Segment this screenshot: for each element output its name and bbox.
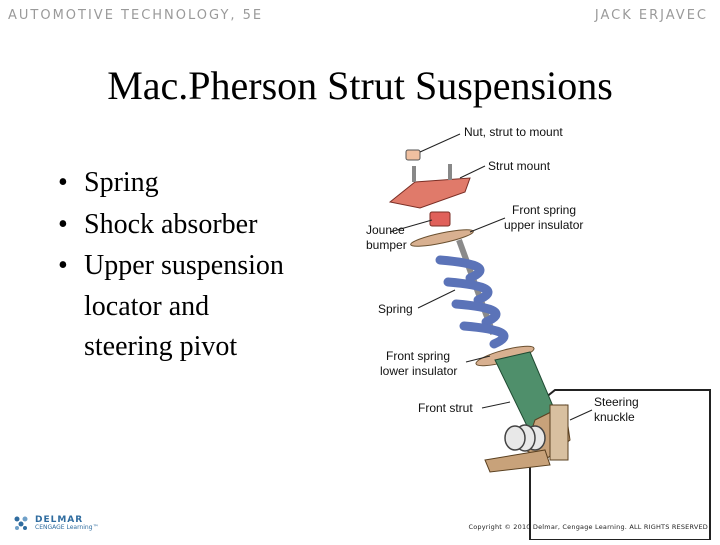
bullet-item: • Shock absorber bbox=[58, 204, 348, 246]
lower-arm-part bbox=[484, 449, 551, 473]
label-upper-insulator: upper insulator bbox=[504, 218, 583, 232]
spring-part bbox=[435, 255, 509, 349]
bullet-marker: • bbox=[58, 167, 68, 198]
label-spring: Spring bbox=[378, 302, 413, 316]
wheel-outline bbox=[529, 389, 711, 541]
strut-diagram-svg: Nut, strut to mount Strut mount Front sp… bbox=[366, 125, 711, 541]
leader-line bbox=[469, 217, 506, 233]
nut-part bbox=[405, 149, 421, 161]
label-lower-insulator: Front spring bbox=[386, 349, 450, 363]
publisher-logo: DELMAR CENGAGE Learning™ bbox=[12, 514, 99, 532]
label-jounce-bumper: Jounce bbox=[366, 223, 405, 237]
bullet-marker: • bbox=[58, 250, 68, 281]
bullet-item: • Upper suspension locator and steering … bbox=[58, 246, 348, 368]
publisher-logo-icon bbox=[14, 516, 28, 530]
jounce-bumper-part bbox=[429, 211, 451, 227]
logo-main-text: DELMAR bbox=[35, 514, 84, 525]
leader-line bbox=[569, 409, 593, 421]
bullet-text: Shock absorber bbox=[84, 209, 258, 240]
label-jounce-bumper: bumper bbox=[366, 238, 407, 252]
label-steering-knuckle: Steering bbox=[594, 395, 639, 409]
slide-title: Mac.Pherson Strut Suspensions bbox=[107, 63, 613, 108]
header-course-title: AUTOMOTIVE TECHNOLOGY, 5E bbox=[8, 8, 264, 23]
leader-line bbox=[481, 401, 511, 409]
logo-sub-text: CENGAGE Learning™ bbox=[35, 523, 99, 531]
label-strut-mount: Strut mount bbox=[488, 159, 551, 173]
cv-boot-part bbox=[504, 424, 546, 452]
mount-stud bbox=[448, 164, 452, 180]
label-upper-insulator: Front spring bbox=[512, 203, 576, 217]
bullet-text-line: steering pivot bbox=[84, 331, 238, 363]
bullet-list: • Spring • Shock absorber • Upper suspen… bbox=[58, 162, 348, 368]
leader-line bbox=[389, 219, 433, 233]
strut-diagram: Nut, strut to mount Strut mount Front sp… bbox=[330, 120, 720, 541]
mount-stud bbox=[412, 166, 416, 182]
label-nut: Nut, strut to mount bbox=[464, 125, 563, 139]
bullet-text: Spring bbox=[84, 167, 159, 198]
label-steering-knuckle: knuckle bbox=[594, 410, 635, 424]
copyright-notice: Copyright © 2010 Delmar, Cengage Learnin… bbox=[468, 523, 708, 531]
leader-line bbox=[459, 165, 486, 179]
upper-insulator-part bbox=[410, 229, 474, 247]
label-lower-insulator: lower insulator bbox=[380, 364, 457, 378]
bullet-item: • Spring bbox=[58, 162, 348, 204]
bullet-text-line: locator and bbox=[84, 290, 210, 322]
bullet-marker: • bbox=[58, 209, 68, 240]
strut-mount-part bbox=[388, 177, 471, 209]
leader-line bbox=[465, 355, 491, 363]
leader-line bbox=[417, 289, 456, 309]
label-front-strut: Front strut bbox=[418, 401, 473, 415]
leader-line bbox=[419, 133, 461, 153]
header-author: JACK ERJAVEC bbox=[594, 8, 708, 23]
hub-part bbox=[549, 404, 569, 461]
bullet-text-line: Upper suspension bbox=[84, 250, 284, 281]
